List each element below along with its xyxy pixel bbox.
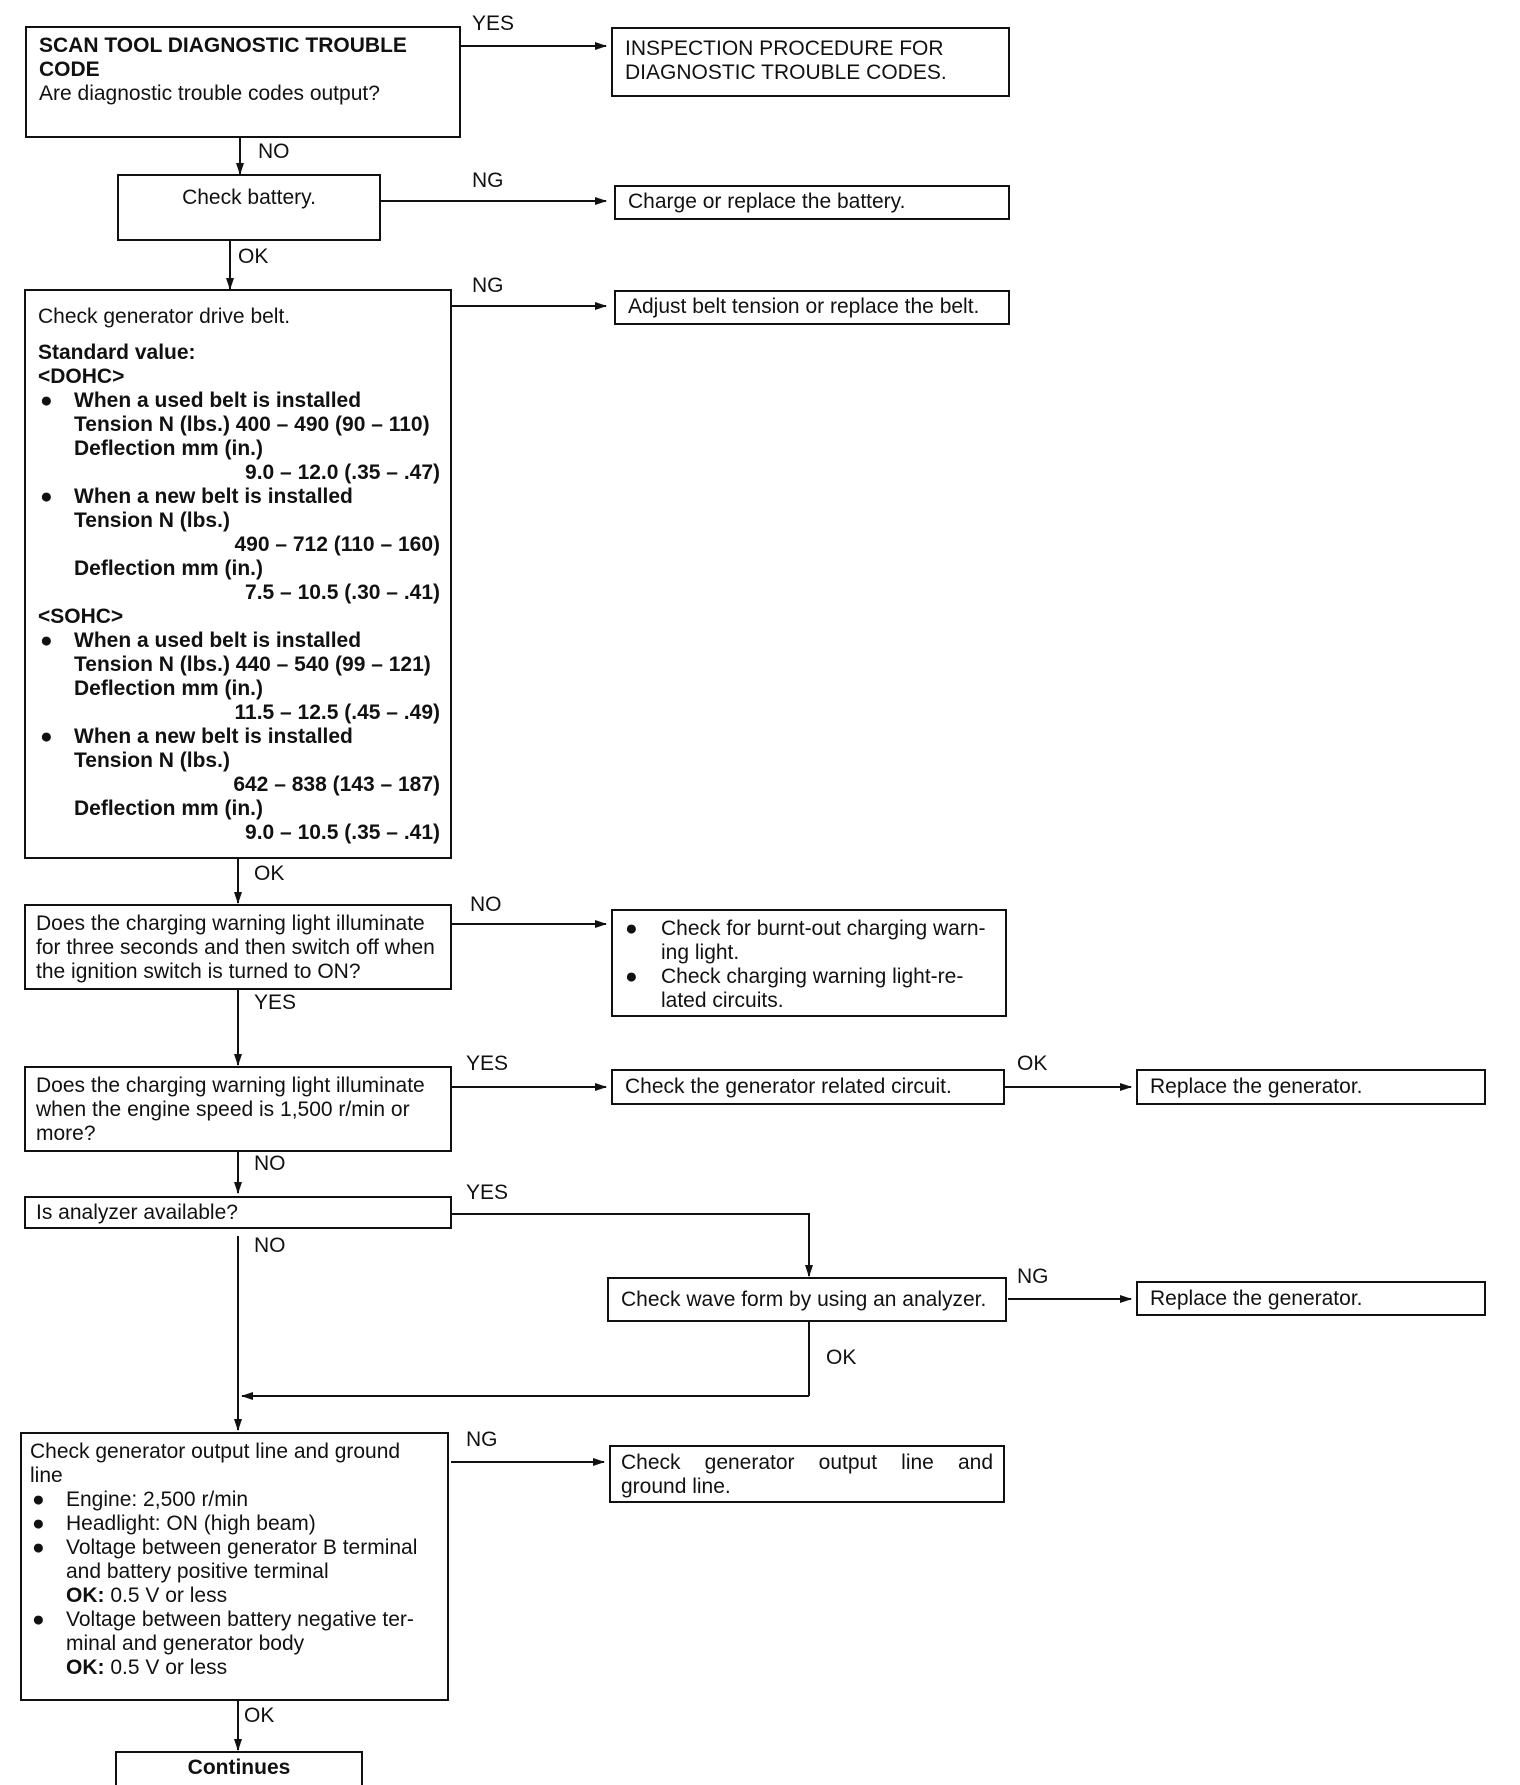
burnt-out-item-2-cont: lated circuits.	[661, 989, 784, 1012]
dohc-new-heading: ●When a new belt is installed	[40, 485, 353, 508]
arrow-analyzer-yes	[451, 1213, 813, 1277]
replace-generator-text-2: Replace the generator.	[1150, 1287, 1363, 1310]
engine-speed-line-3: more?	[36, 1122, 96, 1145]
sohc-new-tension: Tension N (lbs.)	[74, 749, 230, 772]
output-item-ok-2: OK: 0.5 V or less	[66, 1656, 228, 1679]
output-line-title-2: line	[30, 1464, 63, 1487]
output-item-voltage-positive: ●Voltage between generator B terminal	[32, 1536, 418, 1559]
output-action-box: Check generator output line and ground l…	[609, 1445, 1005, 1503]
analyzer-available-box: Is analyzer available?	[24, 1196, 452, 1229]
output-item-ok-1: OK: 0.5 V or less	[66, 1584, 228, 1607]
output-action-line-1: Check generator output line and	[621, 1451, 993, 1474]
warning-no-label: NO	[470, 893, 502, 916]
engine-speed-box: Does the charging warning light illumina…	[24, 1066, 452, 1152]
dohc-label: <DOHC>	[38, 365, 125, 388]
check-belt-box: Check generator drive belt. Standard val…	[24, 289, 452, 859]
output-line-title-1: Check generator output line and ground	[30, 1440, 401, 1463]
scan-yes-label: YES	[472, 12, 515, 35]
scan-no-label: NO	[258, 140, 290, 163]
engine-speed-line-1: Does the charging warning light illumina…	[36, 1074, 425, 1097]
analyzer-available-text: Is analyzer available?	[36, 1201, 238, 1224]
belt-ng-label: NG	[472, 274, 504, 297]
check-battery-text: Check battery.	[182, 186, 316, 209]
battery-ng-label: NG	[472, 169, 504, 192]
warning-light-line-2: for three seconds and then switch off wh…	[36, 936, 435, 959]
adjust-belt-text: Adjust belt tension or replace the belt.	[628, 295, 980, 318]
scan-tool-box: SCAN TOOL DIAGNOSTIC TROUBLE CODE Are di…	[25, 26, 461, 138]
output-action-line-2: ground line.	[621, 1475, 731, 1498]
engine-speed-line-2: when the engine speed is 1,500 r/min or	[36, 1098, 410, 1121]
dohc-new-deflection: Deflection mm (in.)	[74, 557, 264, 580]
scan-tool-title: SCAN TOOL DIAGNOSTIC TROUBLE CODE	[39, 34, 407, 81]
sohc-used-heading: ●When a used belt is installed	[40, 629, 362, 652]
dohc-new-deflection-value: 7.5 – 10.5 (.30 – .41)	[245, 581, 440, 604]
dohc-new-tension: Tension N (lbs.)	[74, 509, 230, 532]
generator-circuit-box: Check the generator related circuit.	[611, 1069, 1005, 1105]
standard-value-label: Standard value:	[38, 341, 196, 364]
sohc-used-deflection-value: 11.5 – 12.5 (.45 – .49)	[234, 701, 441, 724]
warning-yes-label: YES	[254, 991, 297, 1014]
burnt-out-item-1: ●Check for burnt-out charging warn-	[625, 917, 986, 940]
wave-ok-label: OK	[826, 1346, 857, 1369]
continues-text: Continues	[187, 1756, 291, 1779]
burnt-out-item-1-cont: ing light.	[661, 941, 740, 964]
output-line-box: Check generator output line and ground l…	[20, 1432, 449, 1701]
adjust-belt-box: Adjust belt tension or replace the belt.	[614, 290, 1010, 325]
inspection-line-1: INSPECTION PROCEDURE FOR	[625, 37, 944, 60]
dohc-new-tension-value: 490 – 712 (110 – 160)	[234, 533, 440, 556]
dohc-used-deflection: Deflection mm (in.)	[74, 437, 264, 460]
replace-generator-box-1: Replace the generator.	[1136, 1069, 1486, 1105]
warning-light-line-3: the ignition switch is turned to ON?	[36, 960, 361, 983]
analyzer-yes-label: YES	[466, 1181, 509, 1204]
engine-speed-no-label: NO	[254, 1152, 286, 1175]
output-item-headlight: ●Headlight: ON (high beam)	[32, 1512, 316, 1535]
sohc-used-tension: Tension N (lbs.) 440 – 540 (99 – 121)	[74, 653, 431, 676]
output-item-voltage-negative-cont: minal and generator body	[66, 1632, 305, 1655]
sohc-used-deflection: Deflection mm (in.)	[74, 677, 264, 700]
output-ng-label: NG	[466, 1428, 498, 1451]
engine-speed-yes-label: YES	[466, 1052, 509, 1075]
dohc-used-deflection-value: 9.0 – 12.0 (.35 – .47)	[245, 461, 440, 484]
generator-circuit-text: Check the generator related circuit.	[625, 1075, 952, 1098]
scan-tool-question: Are diagnostic trouble codes output?	[39, 82, 380, 105]
wave-form-box: Check wave form by using an analyzer.	[607, 1277, 1007, 1322]
analyzer-no-label: NO	[254, 1234, 286, 1257]
belt-ok-label: OK	[254, 862, 285, 885]
sohc-new-tension-value: 642 – 838 (143 – 187)	[233, 773, 440, 796]
sohc-new-heading: ●When a new belt is installed	[40, 725, 353, 748]
burnt-out-item-2: ●Check charging warning light-re-	[625, 965, 964, 988]
sohc-label: <SOHC>	[38, 605, 124, 628]
inspection-line-2: DIAGNOSTIC TROUBLE CODES.	[625, 61, 947, 84]
charge-battery-box: Charge or replace the battery.	[614, 185, 1010, 220]
dohc-used-heading: ●When a used belt is installed	[40, 389, 362, 412]
continues-box: Continues	[115, 1751, 363, 1785]
circuit-ok-label: OK	[1017, 1052, 1048, 1075]
wave-form-text: Check wave form by using an analyzer.	[621, 1288, 987, 1311]
output-ok-label: OK	[244, 1704, 275, 1727]
output-item-voltage-negative: ●Voltage between battery negative ter-	[32, 1608, 414, 1631]
warning-light-line-1: Does the charging warning light illumina…	[36, 912, 425, 935]
check-battery-box: Check battery.	[117, 174, 381, 241]
charge-battery-text: Charge or replace the battery.	[628, 190, 906, 213]
burnt-out-light-box: ●Check for burnt-out charging warn- ing …	[611, 909, 1007, 1017]
warning-light-box: Does the charging warning light illumina…	[24, 904, 452, 990]
dohc-used-tension: Tension N (lbs.) 400 – 490 (90 – 110)	[74, 413, 430, 436]
inspection-procedure-box: INSPECTION PROCEDURE FOR DIAGNOSTIC TROU…	[611, 27, 1010, 97]
replace-generator-box-2: Replace the generator.	[1136, 1281, 1486, 1316]
sohc-new-deflection-value: 9.0 – 10.5 (.35 – .41)	[245, 821, 440, 844]
output-item-engine: ●Engine: 2,500 r/min	[32, 1488, 249, 1511]
output-item-voltage-positive-cont: and battery positive terminal	[66, 1560, 329, 1583]
check-belt-title: Check generator drive belt.	[38, 305, 291, 328]
wave-ng-label: NG	[1017, 1265, 1049, 1288]
battery-ok-label: OK	[238, 245, 269, 268]
sohc-new-deflection: Deflection mm (in.)	[74, 797, 264, 820]
replace-generator-text-1: Replace the generator.	[1150, 1075, 1363, 1098]
